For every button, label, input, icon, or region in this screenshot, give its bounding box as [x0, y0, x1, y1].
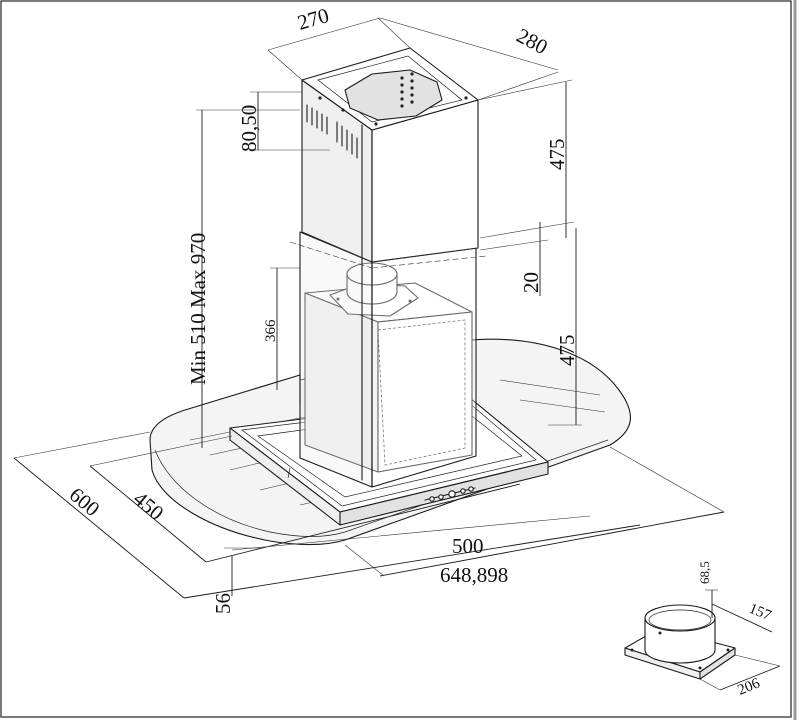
outlet-screw-1: [336, 297, 340, 301]
label-top-offset: 80,50: [237, 105, 261, 152]
control-panel: [424, 486, 476, 502]
frame-seam: [287, 467, 291, 479]
control-knob: [448, 490, 456, 498]
duct-flange-detail: [624, 589, 781, 691]
telescopic-joint: [299, 231, 477, 263]
control-button-1: [429, 496, 435, 502]
control-button-2: [438, 494, 444, 500]
joint-extension: [289, 241, 487, 269]
label-flange-height: 68,5: [697, 561, 712, 584]
label-chimney-width: 270: [295, 3, 332, 35]
dimension-lines: [13, 17, 725, 599]
chimney-top-opening: [344, 69, 443, 121]
label-canopy-depth-overall: 600: [65, 482, 105, 521]
flange-collar-inner: [648, 609, 712, 631]
flange-base-line: [719, 665, 781, 691]
label-chimney-depth: 280: [513, 23, 552, 59]
label-canopy-width-inner: 500: [452, 534, 484, 558]
chimney: [289, 47, 487, 488]
housing-right-face: [377, 311, 473, 473]
label-flange-base: 206: [736, 675, 763, 698]
label-overlap: 20: [519, 272, 543, 293]
label-flange-diameter: 157: [747, 601, 774, 624]
mounting-holes: [318, 72, 468, 126]
flange-diameter-line: [711, 603, 773, 633]
flange-collar-top: [644, 604, 716, 632]
housing-hidden-edge: [377, 319, 466, 466]
lower-chimney-right: [371, 247, 477, 488]
label-motor-housing-height: 366: [263, 319, 279, 342]
glass-edge-line: [154, 439, 609, 537]
label-canopy-width-overall: 648,898: [440, 563, 508, 587]
outlet-screw-2: [408, 299, 412, 303]
frame-front-face: [339, 461, 549, 526]
label-lower-height: 475: [555, 335, 579, 367]
label-upper-height: 475: [545, 139, 569, 171]
control-button-4: [468, 486, 474, 492]
label-canopy-thickness: 56: [211, 593, 235, 614]
lower-chimney-left: [299, 231, 373, 488]
label-canopy-depth-inner: 450: [129, 486, 169, 525]
label-height-range: Min 510 Max 970: [186, 233, 210, 385]
control-button-3: [460, 488, 466, 494]
vent-slots-left: [306, 104, 358, 159]
